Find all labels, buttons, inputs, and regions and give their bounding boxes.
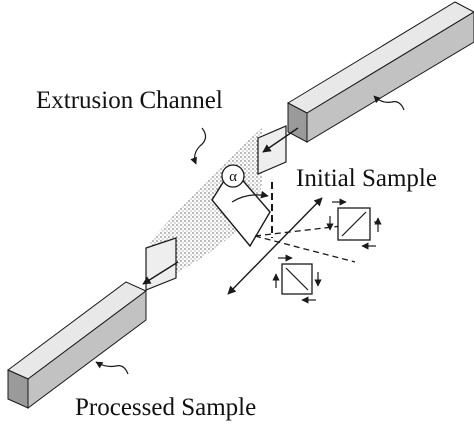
shear-square-icon bbox=[326, 198, 382, 250]
dashed-projection-lower bbox=[254, 235, 356, 263]
entry-cross-section bbox=[257, 125, 287, 175]
leader-initial-sample bbox=[373, 95, 405, 111]
label-extrusion-channel: Extrusion Channel bbox=[36, 87, 223, 114]
label-processed-sample: Processed Sample bbox=[75, 394, 256, 421]
leader-processed-sample bbox=[95, 361, 129, 375]
exit-flow-arrow bbox=[142, 261, 179, 285]
processed-bar-front-face bbox=[7, 369, 29, 409]
angle-symbol: α bbox=[229, 169, 237, 185]
shear-axis-long bbox=[227, 197, 323, 295]
leader-extrusion-channel bbox=[190, 127, 207, 165]
entry-flow-arrow bbox=[262, 127, 299, 153]
shear-square-icon bbox=[272, 254, 322, 304]
label-initial-sample: Initial Sample bbox=[296, 165, 437, 192]
initial-bar-side-face bbox=[306, 11, 474, 143]
initial-sample-bar bbox=[286, 1, 474, 143]
angle-marker-icon: α bbox=[221, 164, 269, 203]
processed-sample-bar bbox=[7, 281, 147, 409]
